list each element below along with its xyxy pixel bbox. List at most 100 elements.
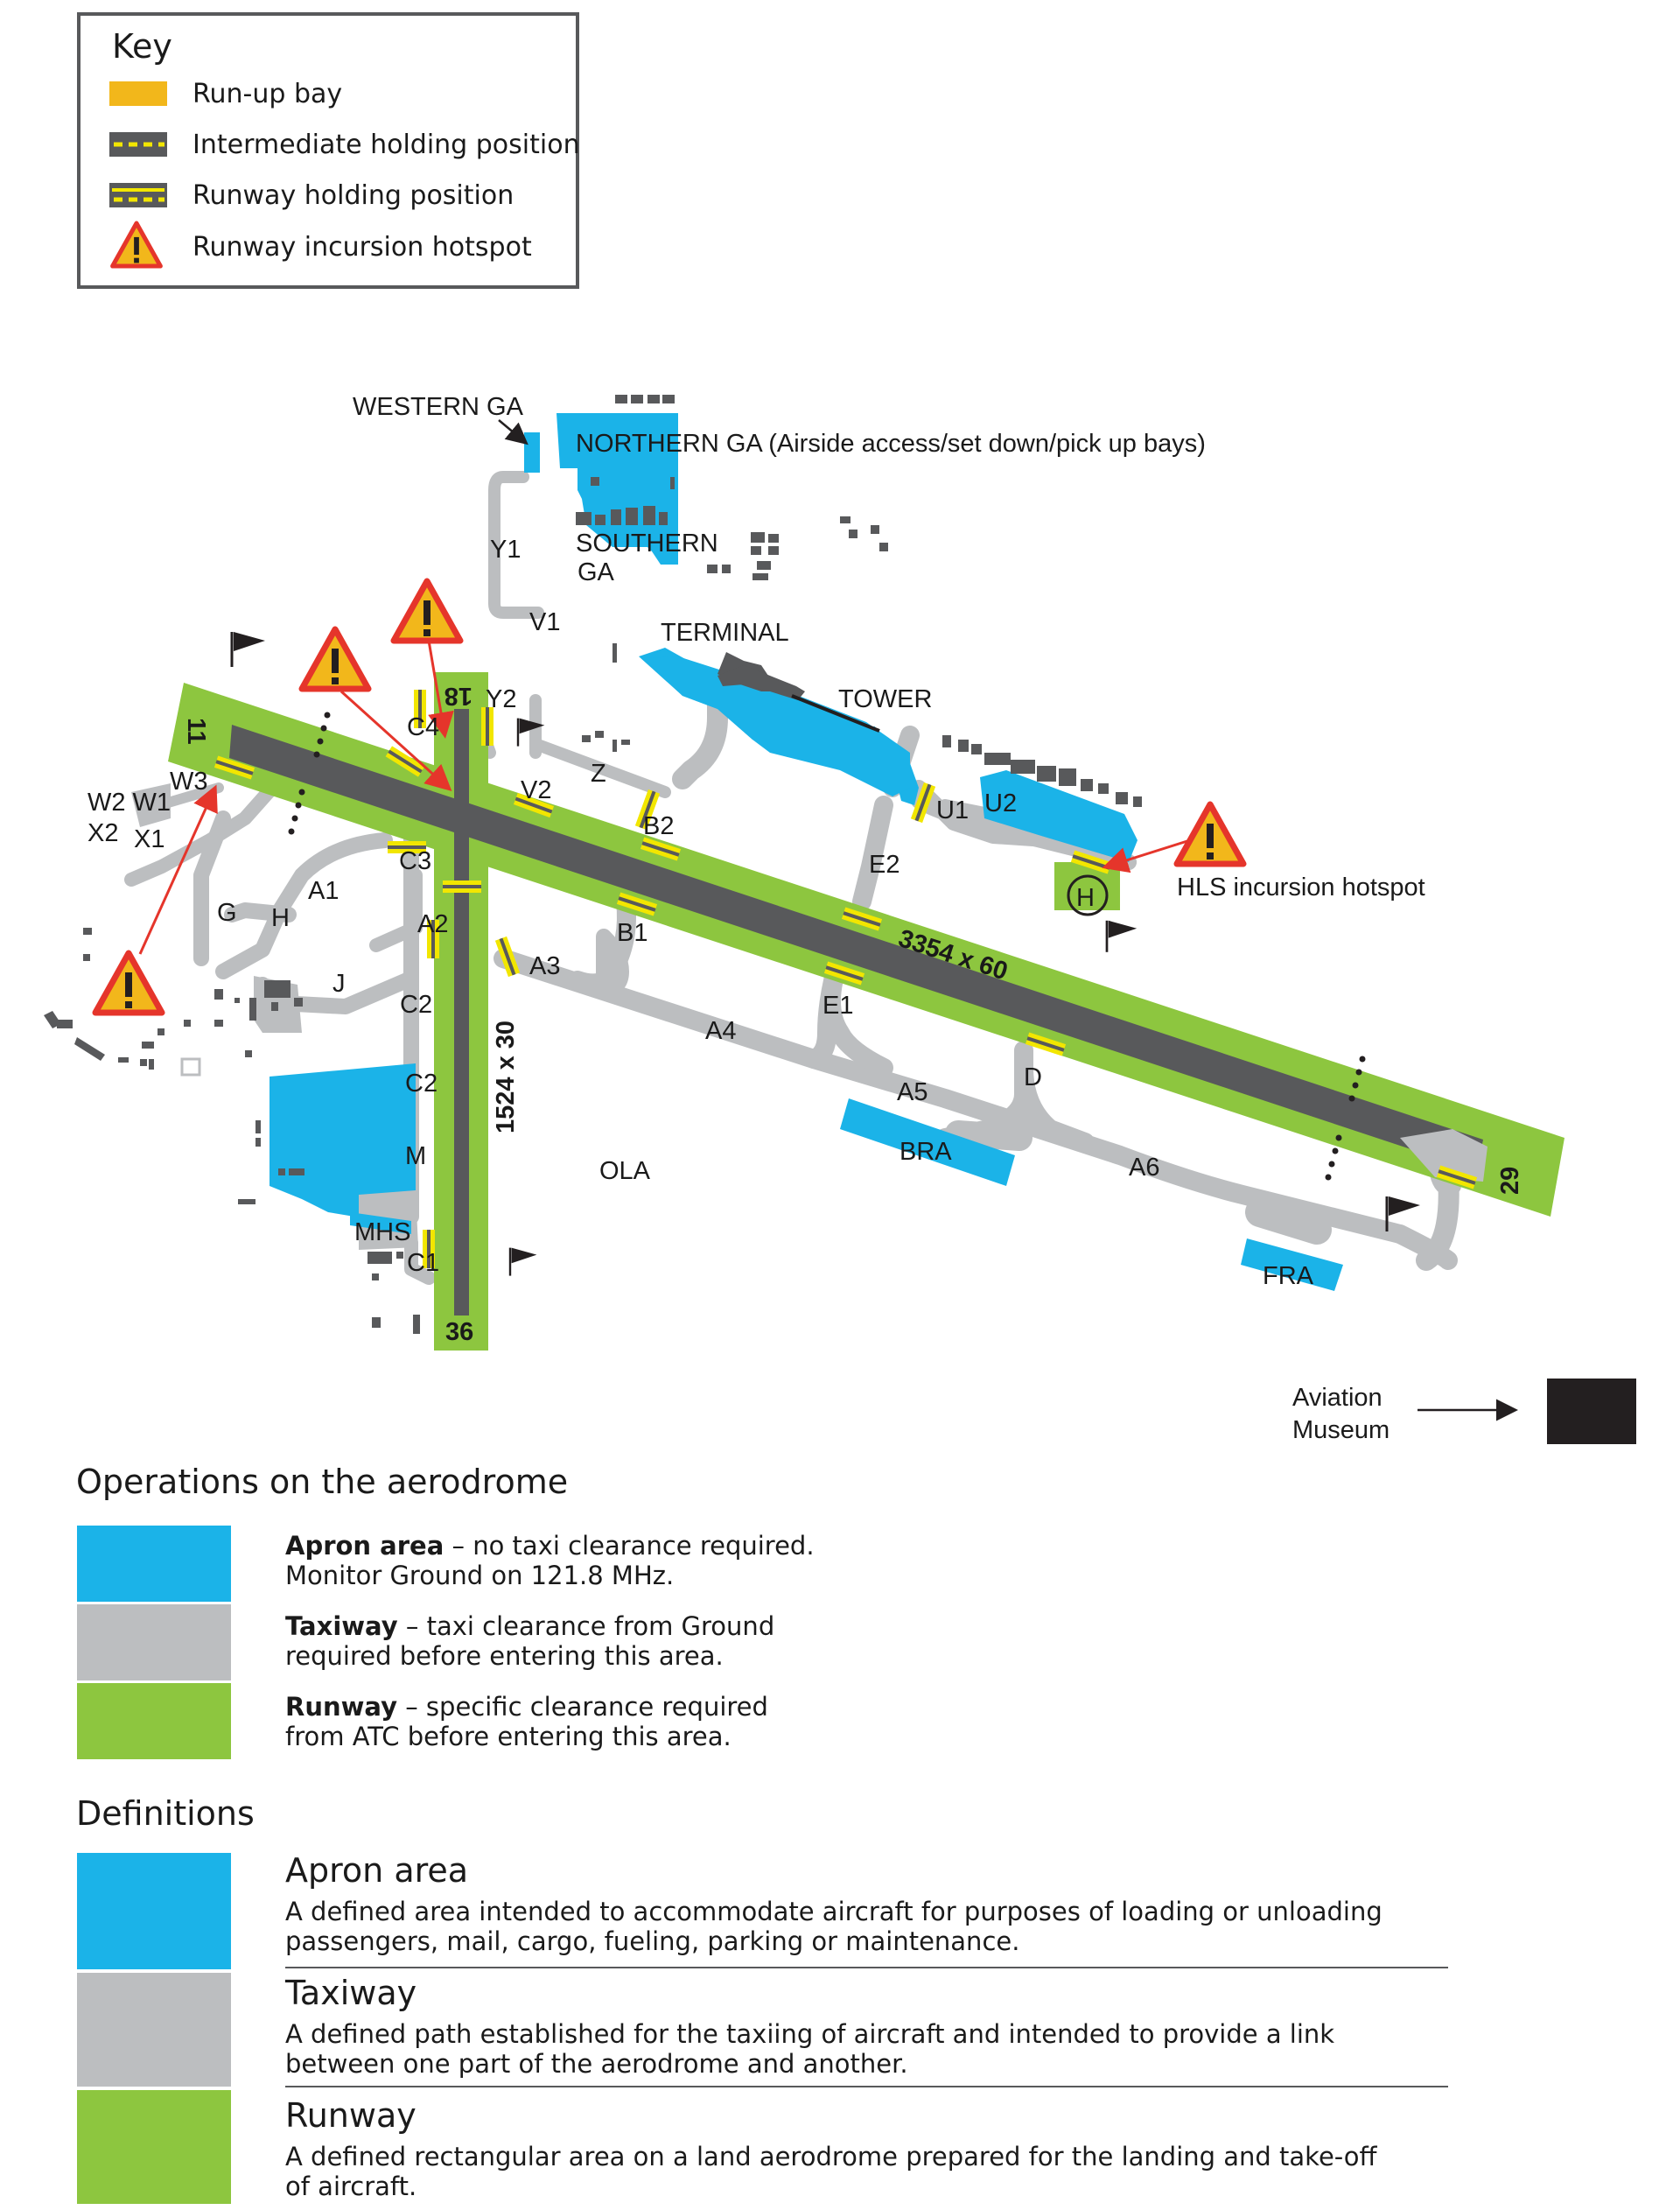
label-taxiway-x2: X2 xyxy=(88,819,118,847)
label-ola: OLA xyxy=(599,1157,651,1185)
def-runway-line1: A defined rectangular area on a land aer… xyxy=(285,2142,1378,2171)
label-northern-ga: NORTHERN GA (Airside access/set down/pic… xyxy=(576,430,1206,458)
apron-terminal-fill xyxy=(643,656,910,796)
label-taxiway-g: G xyxy=(217,899,237,927)
label-taxiway-c4: C4 xyxy=(407,713,439,741)
key-item-runup: Run-up bay xyxy=(192,79,342,109)
apron-fra xyxy=(1241,1238,1343,1291)
apron-western-ga xyxy=(524,432,540,473)
def-apron-heading: Apron area xyxy=(285,1851,468,1890)
warning-triangle-icon xyxy=(95,953,162,1013)
ops-runway-line1: Runway – specific clearance required xyxy=(285,1692,768,1722)
label-southern-ga-2: GA xyxy=(578,558,615,586)
key-item-intermediate: Intermediate holding position xyxy=(192,130,580,160)
label-taxiway-w2-w1: W2 W1 xyxy=(88,789,171,817)
operations-title: Operations on the aerodrome xyxy=(76,1463,568,1501)
apron-areas xyxy=(270,413,1343,1291)
label-runway-36: 36 xyxy=(445,1318,473,1346)
def-taxiway-line1: A defined path established for the taxii… xyxy=(285,2019,1334,2049)
ops-taxiway-line1: Taxiway – taxi clearance from Ground xyxy=(285,1611,774,1641)
label-taxiway-y1: Y1 xyxy=(490,536,521,564)
windsock-icon xyxy=(230,630,267,669)
definitions-title: Definitions xyxy=(76,1794,255,1833)
key-item-runway-holding: Runway holding position xyxy=(192,180,514,211)
label-terminal: TERMINAL xyxy=(661,619,789,647)
ops-taxiway-line2: required before entering this area. xyxy=(285,1641,724,1671)
definitions-section: Definitions Apron area A defined area in… xyxy=(76,1794,1448,2204)
label-taxiway-e1: E1 xyxy=(822,992,853,1020)
label-tower: TOWER xyxy=(838,685,932,713)
apron-mhs-strip xyxy=(350,1212,411,1234)
label-taxiway-c1: C1 xyxy=(407,1249,439,1277)
label-taxiway-y2: Y2 xyxy=(486,685,516,713)
label-taxiway-v2: V2 xyxy=(521,776,551,804)
def-taxiway-line2: between one part of the aerodrome and an… xyxy=(285,2049,908,2079)
label-fra: FRA xyxy=(1263,1262,1314,1290)
aviation-museum-block xyxy=(1547,1379,1636,1444)
def-runway-line2: of aircraft. xyxy=(285,2171,416,2201)
windsock-icon xyxy=(508,1246,538,1277)
warning-triangle-icon xyxy=(1177,804,1243,864)
ops-swatch-apron xyxy=(77,1526,231,1602)
buildings-outline xyxy=(180,1057,201,1077)
def-swatch-runway xyxy=(77,2090,231,2204)
aerodrome-map: H xyxy=(44,393,1636,1444)
label-taxiway-c2-lower: C2 xyxy=(405,1070,438,1098)
key-legend: Key Run-up bay Intermediate holding posi… xyxy=(77,12,580,289)
label-taxiway-a4: A4 xyxy=(705,1017,736,1045)
label-taxiway-a2: A2 xyxy=(417,910,448,938)
label-museum-1: Aviation xyxy=(1292,1384,1382,1412)
label-taxiway-b2: B2 xyxy=(643,812,674,840)
hotspot-arrows xyxy=(138,640,1191,955)
ops-swatch-runway xyxy=(77,1683,231,1759)
label-western-ga: WESTERN GA xyxy=(353,393,524,421)
western-ga-arrow xyxy=(498,419,528,446)
def-apron-line2: passengers, mail, cargo, fueling, parkin… xyxy=(285,1926,1019,1956)
label-taxiway-m: M xyxy=(405,1142,426,1170)
ops-apron-line2: Monitor Ground on 121.8 MHz. xyxy=(285,1561,674,1590)
ops-apron-line1: Apron area – no taxi clearance required. xyxy=(285,1531,815,1561)
runup-bay-swatch xyxy=(109,81,167,106)
label-taxiway-z: Z xyxy=(591,760,606,788)
runway-11-29 xyxy=(229,725,1483,1171)
label-taxiway-c2-upper: C2 xyxy=(400,991,432,1019)
def-apron-line1: A defined area intended to accommodate a… xyxy=(285,1897,1382,1926)
label-taxiway-d: D xyxy=(1024,1063,1042,1091)
label-taxiway-a5: A5 xyxy=(897,1078,928,1106)
runway-holding-swatch xyxy=(109,183,167,207)
key-title: Key xyxy=(112,27,172,66)
def-swatch-taxiway xyxy=(77,1973,231,2087)
label-runway-18: 18 xyxy=(444,682,472,710)
label-taxiway-h: H xyxy=(271,904,290,932)
heli-circle xyxy=(1067,874,1109,916)
apron-bra xyxy=(840,1098,1015,1186)
def-swatch-apron xyxy=(77,1853,231,1969)
label-hls-hotspot: HLS incursion hotspot xyxy=(1177,873,1425,902)
warning-triangle-icon xyxy=(302,629,368,689)
def-taxiway-heading: Taxiway xyxy=(284,1974,416,2012)
warning-triangle-icon xyxy=(394,581,460,641)
label-taxiway-b1: B1 xyxy=(617,919,648,947)
label-taxiway-a3: A3 xyxy=(529,952,560,980)
label-taxiway-w3: W3 xyxy=(170,768,208,796)
def-runway-heading: Runway xyxy=(285,2096,416,2135)
approach-lights xyxy=(288,712,1366,1181)
terminal-building-icon xyxy=(718,665,880,733)
label-bra: BRA xyxy=(900,1138,952,1166)
label-taxiway-u2: U2 xyxy=(984,789,1017,817)
label-museum-2: Museum xyxy=(1292,1416,1390,1444)
label-taxiway-a1: A1 xyxy=(308,877,339,905)
label-runway-29: 29 xyxy=(1496,1167,1524,1195)
label-taxiway-a6: A6 xyxy=(1129,1154,1159,1182)
label-runway-11: 11 xyxy=(182,718,210,745)
apron-u2 xyxy=(980,770,1138,862)
label-runway-dims-cross: 1524 x 30 xyxy=(492,1021,520,1133)
runway-29-end-pad xyxy=(1400,1129,1488,1182)
label-taxiway-c3: C3 xyxy=(399,847,431,875)
label-taxiway-e2: E2 xyxy=(869,851,900,879)
label-taxiway-v1: V1 xyxy=(529,608,560,636)
label-taxiway-x1: X1 xyxy=(134,825,164,853)
runway-18-36 xyxy=(454,709,469,1315)
operations-section: Operations on the aerodrome Apron area –… xyxy=(76,1463,815,1759)
